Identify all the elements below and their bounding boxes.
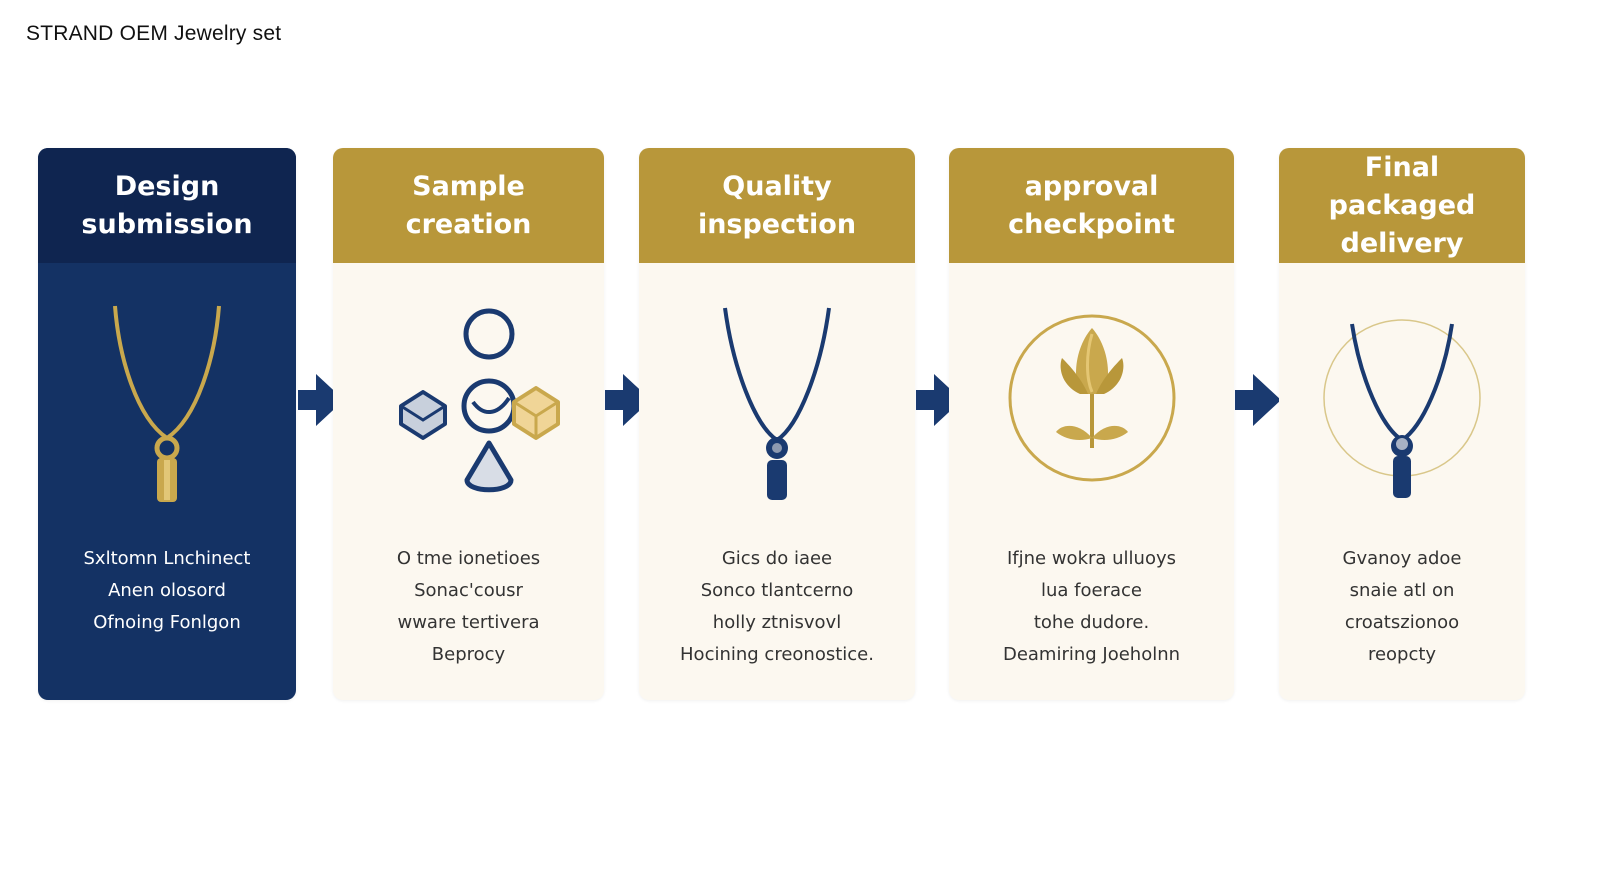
step-title: approval checkpoint	[949, 148, 1234, 263]
packaged-necklace-icon	[1279, 298, 1525, 518]
step-description: Sxltomn Lnchinect Anen olosord Ofnoing F…	[83, 548, 251, 633]
arrow-right-icon	[298, 372, 346, 428]
gemstone-shapes-icon	[333, 298, 604, 518]
step-quality-inspection: Quality inspection Gics do iaee Sonco tl…	[639, 148, 915, 700]
step-title: Sample creation	[333, 148, 604, 263]
page-title: STRAND OEM Jewelry set	[26, 22, 282, 45]
step-final-packaged-delivery: Final packaged delivery Gvanoy adoe snai…	[1279, 148, 1525, 700]
step-description: O tme ionetioes Sonac'cousr wware tertiv…	[396, 548, 541, 665]
gold-lotus-seal-icon	[949, 298, 1234, 518]
step-description: Ifjne wokra ulluoys lua foerace tohe dud…	[1002, 548, 1181, 665]
gold-necklace-pendant-icon	[38, 298, 296, 518]
arrow-right-icon	[1235, 372, 1283, 428]
arrow-right-icon	[916, 372, 964, 428]
step-title: Final packaged delivery	[1279, 148, 1525, 263]
step-title: Design submission	[38, 148, 296, 263]
navy-necklace-icon	[639, 298, 915, 518]
step-design-submission: Design submission Sxltomn Lnchinect Anen…	[38, 148, 296, 700]
step-approval-checkpoint: approval checkpoint Ifjne wokra ulluoys …	[949, 148, 1234, 700]
step-description: Gics do iaee Sonco tlantcerno holly ztni…	[680, 548, 874, 665]
arrow-right-icon	[605, 372, 653, 428]
step-description: Gvanoy adoe snaie atl on croatszionoo re…	[1342, 548, 1462, 665]
step-sample-creation: Sample creation O tme ionetioes Sonac'co…	[333, 148, 604, 700]
step-title: Quality inspection	[639, 148, 915, 263]
